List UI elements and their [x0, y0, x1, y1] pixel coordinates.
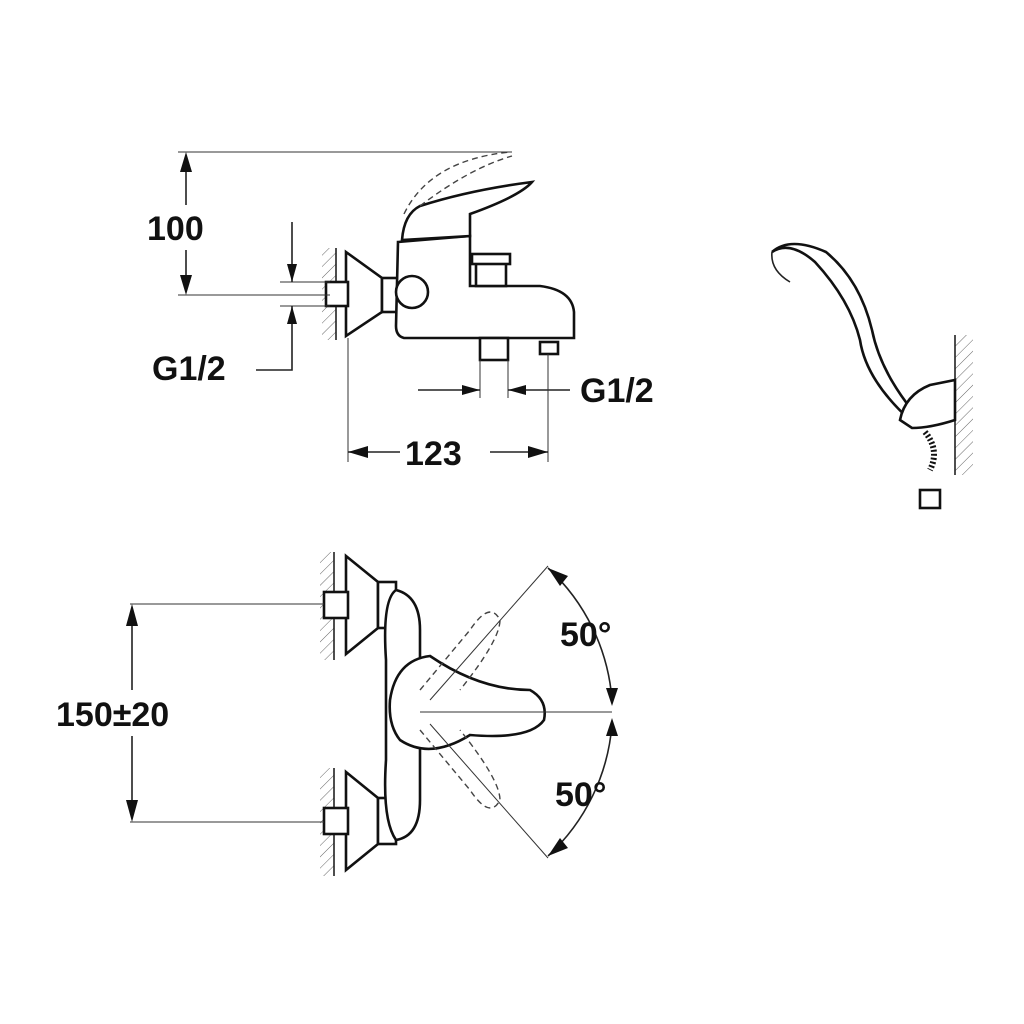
top-view: 150±20 50° 50° [56, 552, 618, 876]
side-view: 100 G1/2 G1/2 123 [147, 151, 654, 473]
center-distance-label: 150±20 [56, 696, 169, 734]
lever [400, 180, 536, 242]
projection-dimension-label: 123 [405, 435, 462, 473]
hand-shower-view [771, 242, 973, 510]
wall-hatch [955, 335, 973, 475]
lever-angle-up-label: 50° [560, 616, 611, 654]
diverter-knob [474, 260, 508, 288]
lever-angle-down-label: 50° [555, 776, 606, 814]
hose [922, 430, 937, 472]
wall-bracket [898, 378, 957, 430]
escutcheon [344, 249, 384, 339]
outlet [478, 336, 510, 362]
height-dimension-label: 100 [147, 210, 204, 248]
lever-top [388, 654, 546, 751]
hose-nut [918, 488, 942, 510]
lever-raised-outline [403, 151, 511, 215]
shower-handle [771, 242, 914, 423]
inlet-thread-label: G1/2 [152, 350, 226, 388]
outlet-thread-label: G1/2 [580, 372, 654, 410]
